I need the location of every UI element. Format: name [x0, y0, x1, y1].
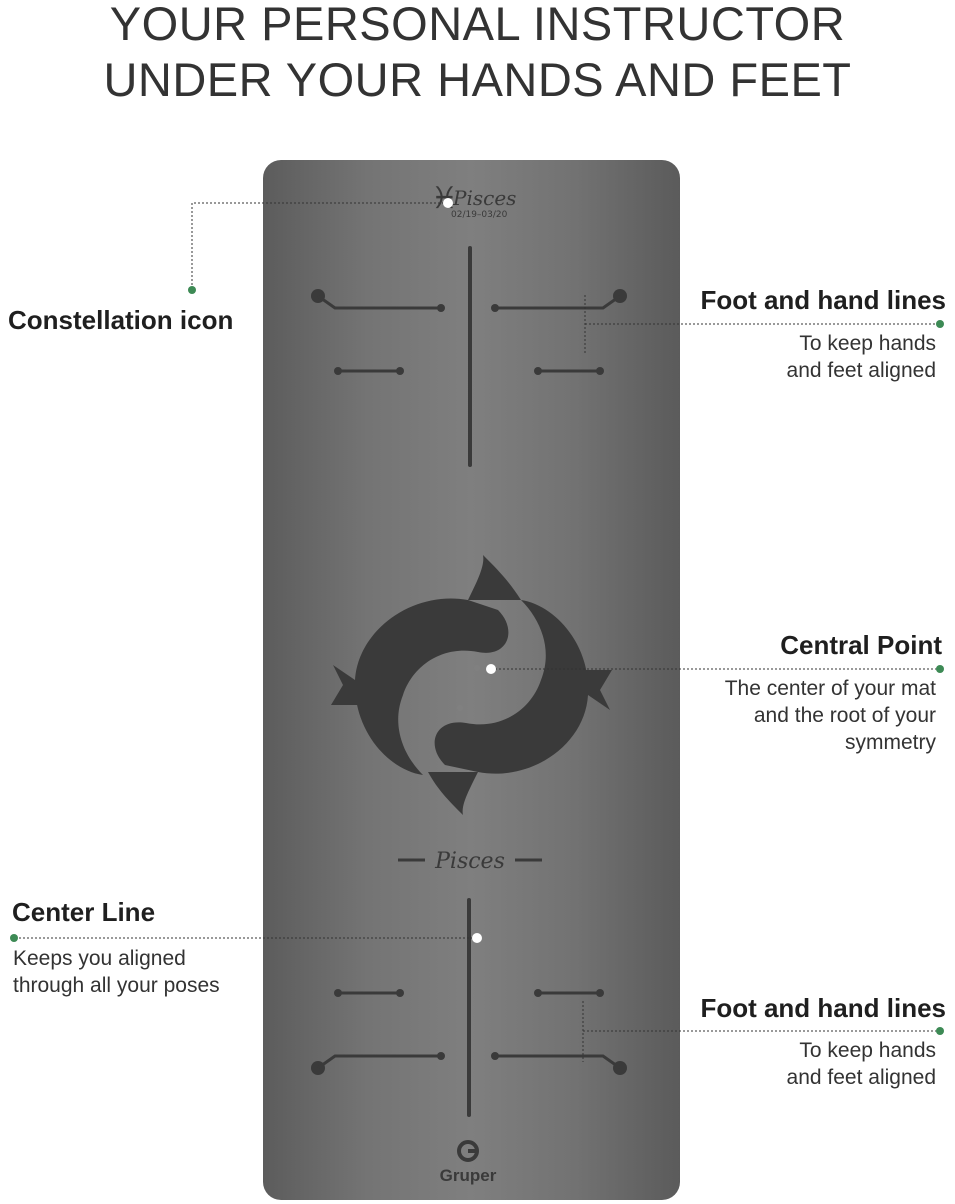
mat-markings: ♓ Pisces 02/19–03/20 [311, 181, 627, 1185]
headline-line-1: YOUR PERSONAL INSTRUCTOR [109, 0, 846, 50]
foot-hand-top-desc-line-1: To keep hands [799, 332, 936, 355]
top-alignment-lines [311, 289, 627, 375]
central-dot [936, 665, 944, 673]
pisces-symbol-icon: ♓ [431, 181, 458, 216]
foot-hand-bottom-desc-line-2: and feet aligned [786, 1066, 936, 1089]
constellation-connector [191, 202, 448, 290]
foot-hand-bottom-desc: To keep hands and feet aligned [787, 1037, 936, 1091]
central-desc: The center of your mat and the root of y… [725, 675, 936, 756]
center-line-desc-line-2: through all your poses [13, 974, 220, 997]
foot-hand-bottom-title: Foot and hand lines [700, 993, 946, 1023]
center-line-dot [10, 934, 18, 942]
center-line-desc: Keeps you aligned through all your poses [13, 945, 220, 999]
foot-hand-bottom-desc-line-1: To keep hands [799, 1039, 936, 1062]
constellation-title: Constellation icon [8, 305, 234, 335]
yoga-mat: ♓ Pisces 02/19–03/20 [263, 160, 680, 1200]
bottom-alignment-lines [311, 989, 627, 1075]
foot-hand-bottom-dot [936, 1027, 944, 1035]
pisces-emblem-icon [331, 555, 612, 815]
central-desc-line-3: symmetry [845, 731, 936, 754]
central-title: Central Point [780, 630, 942, 660]
constellation-dot [188, 286, 196, 294]
gruper-logo-icon [457, 1140, 479, 1162]
headline-line-2: UNDER YOUR HANDS AND FEET [103, 53, 852, 106]
sign-name-bottom: Pisces [434, 849, 505, 874]
constellation-point-marker [443, 198, 453, 208]
central-point-marker [486, 664, 496, 674]
center-line-desc-line-1: Keeps you aligned [13, 947, 186, 970]
central-desc-line-1: The center of your mat [724, 677, 936, 700]
foot-hand-top-desc: To keep hands and feet aligned [787, 330, 936, 384]
foot-hand-top-title: Foot and hand lines [700, 285, 946, 315]
brand-name: Gruper [440, 1166, 497, 1185]
center-line-point-marker [472, 933, 482, 943]
central-desc-line-2: and the root of your [753, 704, 936, 727]
foot-hand-top-desc-line-2: and feet aligned [786, 359, 936, 382]
sign-name-top: Pisces [452, 186, 516, 210]
sign-dates: 02/19–03/20 [451, 210, 508, 220]
center-line-title: Center Line [12, 897, 156, 927]
headline: YOUR PERSONAL INSTRUCTOR UNDER YOUR HAND… [0, 0, 955, 108]
foot-hand-top-dot [936, 320, 944, 328]
